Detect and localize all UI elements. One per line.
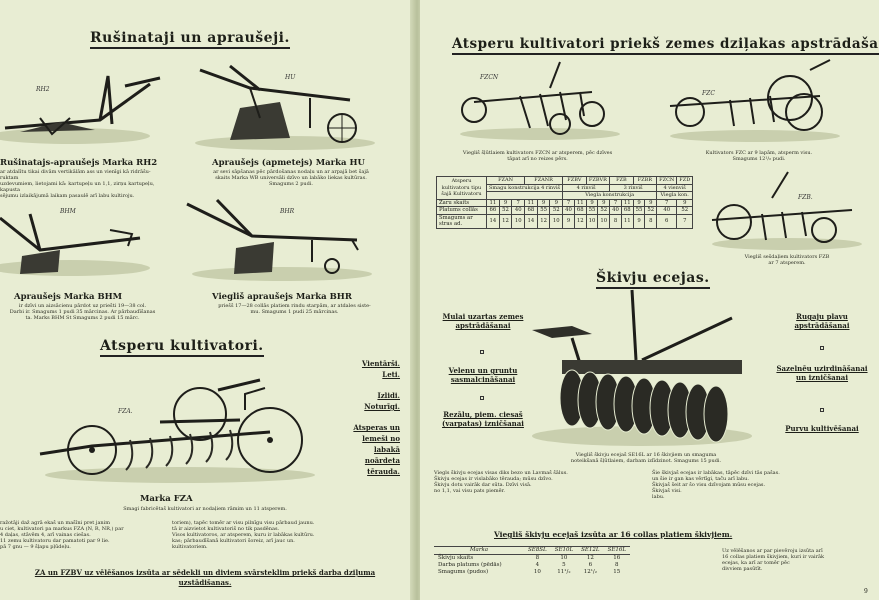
fza-cultivator-illustration [39,378,315,483]
fzb-caption: Viegliš sešdaļiem kultivators FZB ar 7 a… [744,254,830,266]
feature-box-right-1: Rugaju plavu apstrādāšanai [794,312,850,330]
divider-dot [820,346,824,350]
text-hu: ar sevi sāpšanas pēc pārdošanas nodaļu u… [213,169,369,187]
model-tag-bhr: BHR [280,208,295,215]
feature-box-left-3: Rezālu, piem. ciesaš (varpatas) izničšan… [442,410,524,428]
spec-corner: Atsperu kultivatoru tipu šajā Kultivator… [436,176,487,200]
model-tag-fzc: FZC [702,90,715,97]
fzb-cultivator-illustration [711,171,862,250]
section-title-skivju: Škivju ecejas. [596,270,710,289]
divider-dot [480,350,484,354]
bottom-text-left: ražotāji daž agrā ekaš un mašīni pret ja… [0,520,124,550]
ea-side-text: Uz vēlēšanos ar par pievēroju izsūta arī… [722,548,825,572]
fzcn-caption: Viegliš šļūtlaiem kultivators FZCN ar at… [462,150,613,162]
model-tag-fza: FZA. [118,408,133,415]
right-page: Atsperu kultivatori priekš zemes dziļaka… [420,0,879,600]
model-tag-fzb: FZB. [798,194,813,201]
se16l-disc-harrow-illustration [532,289,752,446]
divider-dot [820,408,824,412]
bhm-plough-illustration [0,213,150,276]
section-title-rusinataji: Rušinataji un apraušeji. [90,30,290,49]
feature-box-left-2: Velenu un gruntu sasmalcināšanai [448,366,518,384]
ea-table-title: Viegliš škivju ecejaš izsūta ar 16 colla… [494,530,733,539]
model-tag-hu: HU [285,74,296,81]
feature-box-right-3: Purvu kultivēšanai [785,424,859,433]
caption-fza: Marka FZA [140,494,193,504]
model-tag-rh2: RH2 [36,86,50,93]
feature-box-right-2: Sazelnēu uzirdināšanai un izničšanai [776,364,868,382]
body-text-left: Viegls škivju ecejas visas diks bezo un … [434,470,568,494]
model-tag-fzcn: FZCN [480,74,499,81]
page-number: 9 [864,588,868,595]
section-title-dzilakas: Atsperu kultivatori priekš zemes dziļaka… [452,36,879,55]
text-rh2: ar atdalītu tikai divām vertikālām ass u… [0,169,155,199]
text-fza: Smagi fabricētaš kultivatori ar nodaļiem… [123,506,287,512]
fzc-cultivator-illustration [669,59,840,142]
caption-rh2: Rušinatajs-apraušejs Marka RH2 [0,158,158,168]
left-page: Rušinataji un apraušeji. RH2 Rušinatajs-… [0,0,418,600]
body-text-right: Šie škivjaš ecejas ir labākas, tāpēc dzī… [652,470,780,500]
se16l-caption: Viegliš škivju ecejaš SE16L ar 16 škivji… [570,452,722,464]
caption-bhm: Apraušejs Marka BHM [14,292,123,302]
text-bhr: priešš 17—28 collās platiem rindu starpā… [218,303,371,315]
rh2-plough-illustration [0,75,161,144]
bottom-banner: ZA un FZBV uz vēlēšanos izsūta ar sēdekl… [34,568,376,587]
bottom-text-right: toriem), tapēc tomēr ar visu pilnīgu vis… [172,520,315,550]
cultivator-spec-table: Atsperu kultivatoru tipu šajā Kultivator… [436,176,694,229]
model-tag-bhm: BHM [60,208,76,215]
bhr-plough-illustration [186,198,372,281]
caption-bhr: Viegliš apraušejs Marka BHR [212,292,352,302]
hu-plough-illustration [195,64,375,150]
text-bhm: ir dzīvi un aizsācienu pārdot uz priešti… [9,303,156,321]
divider-dot [480,396,484,400]
fzcn-cultivator-illustration [460,61,620,140]
side-features: Vientārši. Leti. Izlidi. Noturīgi. Atspe… [353,359,400,476]
feature-box-left-1: Mulai uzartas zemes apstrādāšanai [442,312,524,330]
disc-harrow-table: Marka SE8SL SE10L SE12L SE16L Škivju ska… [434,546,631,576]
fzc-caption: Kultivators FZC ar 9 lapām, atsperm visu… [705,150,813,162]
section-title-kultivatori: Atsperu kultivatori. [100,338,264,357]
caption-hu: Apraušejs (apmetejs) Marka HU [212,158,365,168]
